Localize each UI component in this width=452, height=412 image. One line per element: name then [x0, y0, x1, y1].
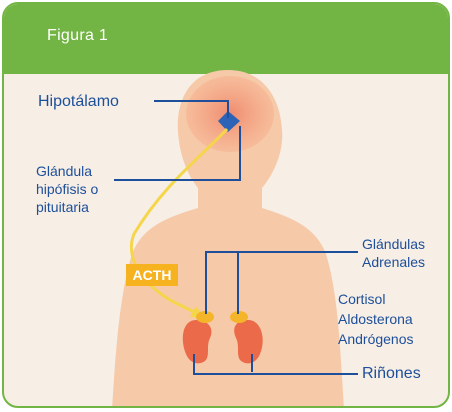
label-hormone-aldosterone: Aldosterona: [338, 309, 414, 329]
label-adrenal-line-1: Glándulas: [362, 235, 425, 253]
label-hormone-cortisol: Cortisol: [338, 289, 414, 309]
label-pituitary: Glándula hipófisis o pituitaria: [36, 162, 98, 216]
label-pituitary-line-1: Glándula: [36, 162, 98, 180]
label-pituitary-line-2: hipófisis o: [36, 180, 98, 198]
figure-card: Figura 1: [2, 2, 450, 408]
acth-badge: ACTH: [126, 264, 178, 286]
label-hormone-androgens: Andrógenos: [338, 329, 414, 349]
label-adrenal-line-2: Adrenales: [362, 253, 425, 271]
label-hypothalamus: Hipotálamo: [38, 93, 119, 111]
label-kidneys: Riñones: [362, 365, 421, 383]
label-adrenal-glands: Glándulas Adrenales: [362, 235, 425, 271]
label-pituitary-line-3: pituitaria: [36, 198, 98, 216]
label-hormones: Cortisol Aldosterona Andrógenos: [338, 289, 414, 349]
